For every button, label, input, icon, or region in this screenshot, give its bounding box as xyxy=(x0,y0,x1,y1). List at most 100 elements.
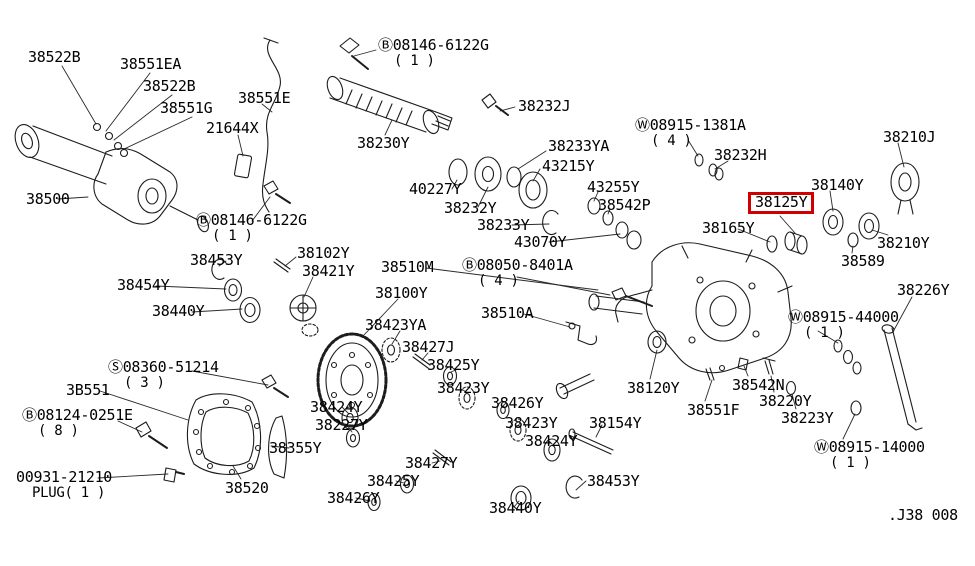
front-axle-assembly xyxy=(14,122,209,233)
part-label[interactable]: 38453Y xyxy=(190,252,243,269)
part-label[interactable]: 38226Y xyxy=(897,281,950,299)
part-quantity: ( 1 ) xyxy=(830,454,871,471)
part-label[interactable]: 38140Y xyxy=(811,176,864,194)
part-number: 38424Y xyxy=(525,432,578,450)
part-number: Ⓢ08360-51214 xyxy=(108,358,219,376)
part-number: 38551E xyxy=(238,89,291,107)
part-label[interactable]: 38423YA xyxy=(365,316,427,334)
part-label[interactable]: 38542P xyxy=(598,197,651,214)
part-label[interactable]: 43215Y xyxy=(542,158,595,175)
part-label[interactable]: 38440Y xyxy=(152,303,205,320)
part-label[interactable]: 38210Y xyxy=(877,235,930,252)
part-number: 38522B xyxy=(143,77,196,95)
part-label[interactable]: 38520 xyxy=(225,480,269,497)
part-number: Ⓑ08146-6122G xyxy=(378,36,489,54)
part-label[interactable]: 38453Y xyxy=(587,473,640,490)
part-label[interactable]: 38427J xyxy=(402,339,455,356)
breather-hose xyxy=(233,37,281,213)
part-label[interactable]: Ⓢ08360-51214( 3 ) xyxy=(108,358,219,390)
part-number: 38140Y xyxy=(811,176,864,194)
part-label[interactable]: 38425Y xyxy=(427,357,480,374)
part-label[interactable]: Ⓑ08146-6122G( 1 ) xyxy=(196,212,307,244)
part-label[interactable]: 38440Y xyxy=(489,500,542,517)
part-label[interactable]: 38425Y xyxy=(367,473,420,490)
part-label[interactable]: 38424Y xyxy=(525,432,578,450)
part-label[interactable]: 38232Y xyxy=(444,200,497,217)
part-label[interactable]: 38551F xyxy=(687,401,740,419)
part-label[interactable]: Ⓑ08146-6122G( 1 ) xyxy=(378,36,489,68)
part-label[interactable]: 38232J xyxy=(518,97,571,115)
part-label[interactable]: 3B551 xyxy=(66,381,110,399)
pinion-flange-parts xyxy=(694,153,920,255)
part-label[interactable]: 43255Y xyxy=(587,178,640,196)
part-number: Ⓑ08124-0251E xyxy=(22,406,133,424)
part-label[interactable]: 38423Y xyxy=(505,415,558,432)
part-label[interactable]: 38589 xyxy=(841,253,885,270)
part-label[interactable]: 38423Y xyxy=(437,380,490,397)
part-label[interactable]: 38421Y xyxy=(302,263,355,280)
part-number: 38424Y xyxy=(310,398,363,416)
part-label[interactable]: 38102Y xyxy=(297,245,350,262)
part-number: 38232J xyxy=(518,97,571,115)
part-quantity: ( 4 ) xyxy=(478,272,519,289)
part-number: 38120Y xyxy=(627,379,680,397)
bracket-38510a xyxy=(565,321,598,346)
part-label[interactable]: 38355Y xyxy=(269,440,322,457)
part-label[interactable]: 38522B xyxy=(28,49,81,66)
part-number: 38551F xyxy=(687,401,740,419)
part-label[interactable]: 38233Y xyxy=(477,217,530,234)
part-quantity: PLUG( 1 ) xyxy=(32,484,106,501)
part-label[interactable]: 38230Y xyxy=(357,135,410,152)
part-label[interactable]: 38426Y xyxy=(491,394,544,412)
part-label[interactable]: 43070Y xyxy=(514,234,567,251)
pinion-mate-assembly xyxy=(273,258,319,337)
part-number: Ⓦ08915-14000 xyxy=(814,438,925,456)
part-label[interactable]: Ⓦ08915-14000( 1 ) xyxy=(814,438,925,471)
part-number: 38226Y xyxy=(897,281,950,299)
carrier-cover xyxy=(186,393,287,479)
part-number: 38125Y xyxy=(755,193,808,211)
part-label[interactable]: 38232H xyxy=(714,147,767,164)
part-label-highlighted[interactable]: 38125Y xyxy=(748,192,815,214)
part-label[interactable]: 38223Y xyxy=(781,410,834,427)
part-label[interactable]: 40227Y xyxy=(409,181,462,198)
part-label[interactable]: 38227Y xyxy=(315,417,368,434)
part-label[interactable]: 38542N xyxy=(732,377,785,394)
part-label[interactable]: 38165Y xyxy=(702,220,755,237)
part-label[interactable]: 38210J xyxy=(883,129,936,146)
part-number: 38510A xyxy=(481,304,534,322)
part-label[interactable]: 38120Y xyxy=(627,379,680,397)
part-label[interactable]: Ⓑ08050-8401A( 4 ) xyxy=(462,257,573,289)
part-label[interactable]: 38424Y xyxy=(310,398,363,416)
part-label[interactable]: 38454Y xyxy=(117,277,170,294)
ring-gear xyxy=(316,332,388,428)
part-label[interactable]: 38100Y xyxy=(375,285,428,302)
part-label[interactable]: Ⓦ08915-44000( 1 ) xyxy=(788,309,899,340)
part-number: 38426Y xyxy=(491,394,544,412)
screw-38232j xyxy=(481,93,509,116)
part-label[interactable]: 38551G xyxy=(160,100,213,117)
part-number: 43255Y xyxy=(587,178,640,196)
part-number: 38154Y xyxy=(589,414,642,432)
part-label[interactable]: Ⓑ08124-0251E( 8 ) xyxy=(22,406,133,438)
part-number: 38423YA xyxy=(365,316,427,334)
part-label[interactable]: Ⓦ08915-1381A( 4 ) xyxy=(635,117,746,148)
part-label[interactable]: 38220Y xyxy=(759,393,812,410)
part-number: 3B551 xyxy=(66,381,110,399)
part-label[interactable]: 38551EA xyxy=(120,56,181,73)
part-label[interactable]: 21644X xyxy=(206,120,259,137)
part-label[interactable]: 38551E xyxy=(238,89,291,107)
part-label[interactable]: 38426Y xyxy=(327,490,380,507)
part-label[interactable]: 38510A xyxy=(481,304,534,322)
part-label[interactable]: 38510M xyxy=(381,259,434,276)
part-label[interactable]: 38522B xyxy=(143,77,196,95)
part-label[interactable]: 38500 xyxy=(26,191,70,208)
part-label[interactable]: 38154Y xyxy=(589,414,642,432)
differential-internals xyxy=(341,337,614,512)
part-quantity: ( 1 ) xyxy=(212,227,253,244)
part-label[interactable]: 38233YA xyxy=(548,138,609,155)
part-label[interactable]: 38427Y xyxy=(405,455,458,472)
